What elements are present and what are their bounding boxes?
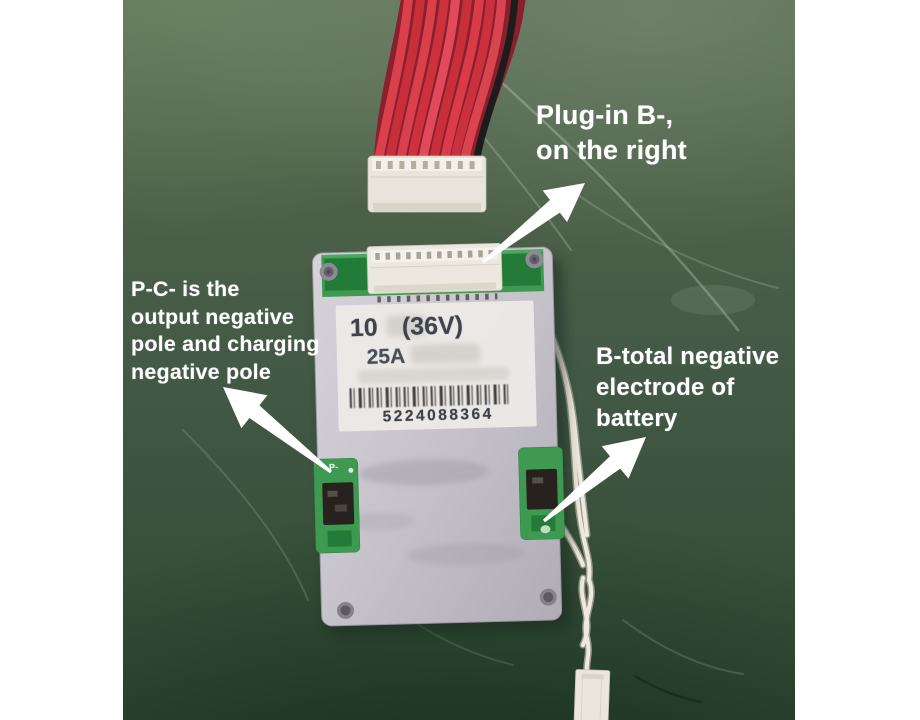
arrow-to-plug-in-text-icon [482, 183, 585, 264]
label-smudge [357, 366, 510, 385]
barcode [349, 384, 512, 409]
arrow-to-pc-text-icon [223, 387, 332, 474]
label-voltage: (36V) [401, 311, 464, 341]
arrow-to-btotal-text-icon [543, 437, 646, 523]
caption-plug-in-b-minus: Plug-in B-, on the right [536, 100, 687, 165]
caption-b-total-negative: B-total negative electrode of battery [596, 343, 780, 432]
table-scratches [182, 56, 779, 704]
b-minus-wire-connector [573, 669, 611, 720]
label-smudge [410, 342, 481, 365]
label-current: 25A [366, 344, 406, 369]
p-minus-silkscreen: P- [328, 461, 339, 473]
screw-holes [319, 250, 557, 619]
board-spec-label: 10 (36V) 25A 5224088364 [335, 301, 538, 436]
red-wire-bundle [374, 0, 526, 163]
b-minus-pad [518, 446, 565, 540]
cover-smudges [345, 459, 527, 566]
label-capacity: 10 [349, 313, 379, 343]
barcode-serial-number: 5224088364 [382, 405, 495, 426]
p-minus-pad [313, 457, 361, 554]
balance-plug-connector [367, 155, 487, 213]
balance-header [321, 242, 545, 303]
caption-pc-output-negative: P-C- is the output negative pole and cha… [131, 277, 320, 384]
annotation-arrows [223, 183, 646, 523]
